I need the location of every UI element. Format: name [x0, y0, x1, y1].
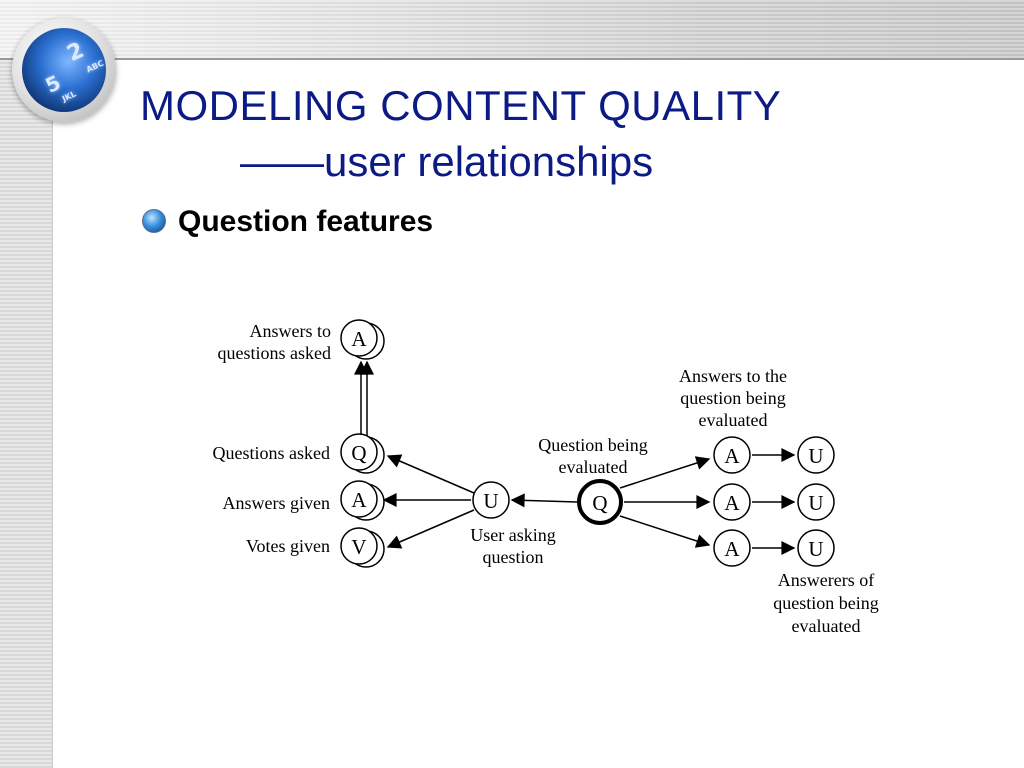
node-answerer-1: U	[797, 436, 835, 474]
node-q-asked: Q	[340, 433, 385, 474]
label-answers-to-questions-asked-2: questions asked	[218, 343, 331, 363]
node-a-given: A	[340, 480, 385, 521]
edge-q-to-a3	[619, 515, 711, 548]
label-user-asking-question-2: question	[483, 547, 544, 567]
slide-title-line2: ——user relationships	[240, 138, 654, 185]
label-answers-to-questions-asked-1: Answers to	[250, 321, 332, 341]
node-answer-2: A	[713, 483, 751, 521]
node-question-evaluated-label: Q	[592, 491, 607, 515]
node-answerer-2-label: U	[808, 491, 823, 515]
label-questions-asked: Questions asked	[213, 443, 330, 463]
top-decorative-band	[0, 0, 1024, 60]
node-a-given-label: A	[351, 488, 367, 512]
label-answers-to-question-2: question being	[680, 388, 786, 408]
label-user-asking-question-1: User asking	[470, 525, 555, 545]
node-answerer-2: U	[797, 483, 835, 521]
node-answer-3: A	[713, 529, 751, 567]
bullet-globe-icon	[142, 209, 166, 233]
node-answerer-1-label: U	[808, 444, 823, 468]
bullet-text: Question features	[178, 205, 434, 238]
node-q-asked-label: Q	[351, 441, 366, 465]
diagram-edges	[354, 360, 796, 555]
node-v-given: V	[340, 527, 385, 568]
diagram-labels: Answers to questions asked Questions ask…	[213, 321, 879, 636]
node-a-asked: A	[340, 319, 385, 360]
edge-u-to-q-asked	[386, 454, 475, 494]
label-votes-given: Votes given	[246, 536, 330, 556]
label-answers-to-question-1: Answers to the	[679, 366, 787, 386]
edge-q-to-a1	[619, 456, 711, 489]
node-answerer-3: U	[797, 529, 835, 567]
node-question-evaluated: Q	[577, 479, 623, 525]
node-answer-2-label: A	[724, 491, 740, 515]
slide-title-line1: MODELING CONTENT QUALITY	[140, 82, 782, 129]
edge-u-to-v-given	[386, 509, 475, 549]
node-user-asker: U	[472, 481, 510, 519]
label-answers-to-question-3: evaluated	[699, 410, 768, 430]
label-answers-given: Answers given	[223, 493, 330, 513]
label-question-being-evaluated-1: Question being	[538, 435, 648, 455]
label-answerers-2: question being	[773, 593, 879, 613]
edge-q-to-u	[510, 493, 578, 508]
node-user-asker-label: U	[483, 489, 498, 513]
node-v-given-label: V	[351, 535, 366, 559]
label-answerers-1: Answerers of	[778, 570, 874, 590]
left-decorative-band	[0, 0, 53, 768]
keypad-emblem: 2 ABC 5 JKL	[12, 18, 116, 122]
node-answer-1: A	[713, 436, 751, 474]
node-answerer-3-label: U	[808, 537, 823, 561]
node-answer-1-label: A	[724, 444, 740, 468]
label-question-being-evaluated-2: evaluated	[559, 457, 628, 477]
node-answer-3-label: A	[724, 537, 740, 561]
node-a-asked-label: A	[351, 327, 367, 351]
label-answerers-3: evaluated	[792, 616, 861, 636]
keypad-icon: 2 ABC 5 JKL	[22, 28, 106, 112]
